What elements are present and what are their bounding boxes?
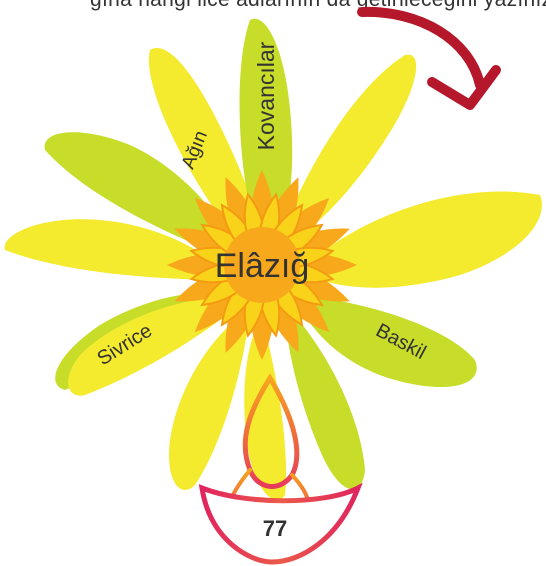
badge-number: 77: [263, 516, 287, 541]
arrow-head-icon: [432, 70, 496, 105]
center-label: Elâzığ: [215, 247, 310, 285]
label-kovancilar: Kovancılar: [253, 41, 279, 150]
